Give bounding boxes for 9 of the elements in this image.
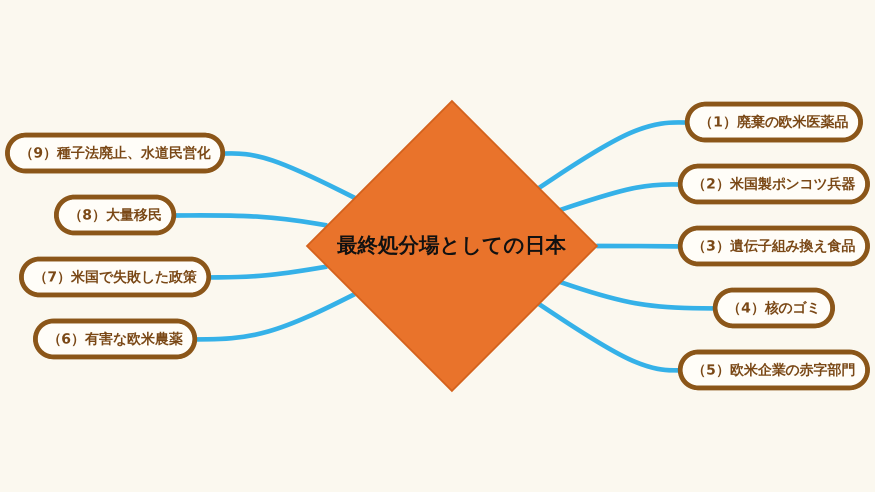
connector <box>223 151 356 200</box>
connector <box>560 182 681 212</box>
connector <box>195 292 356 342</box>
connector <box>174 213 328 228</box>
connector <box>537 120 688 190</box>
connector <box>537 302 681 373</box>
connector <box>596 244 681 249</box>
node-diamond: 最終処分場としての日本 <box>306 100 598 392</box>
connector <box>209 264 328 280</box>
